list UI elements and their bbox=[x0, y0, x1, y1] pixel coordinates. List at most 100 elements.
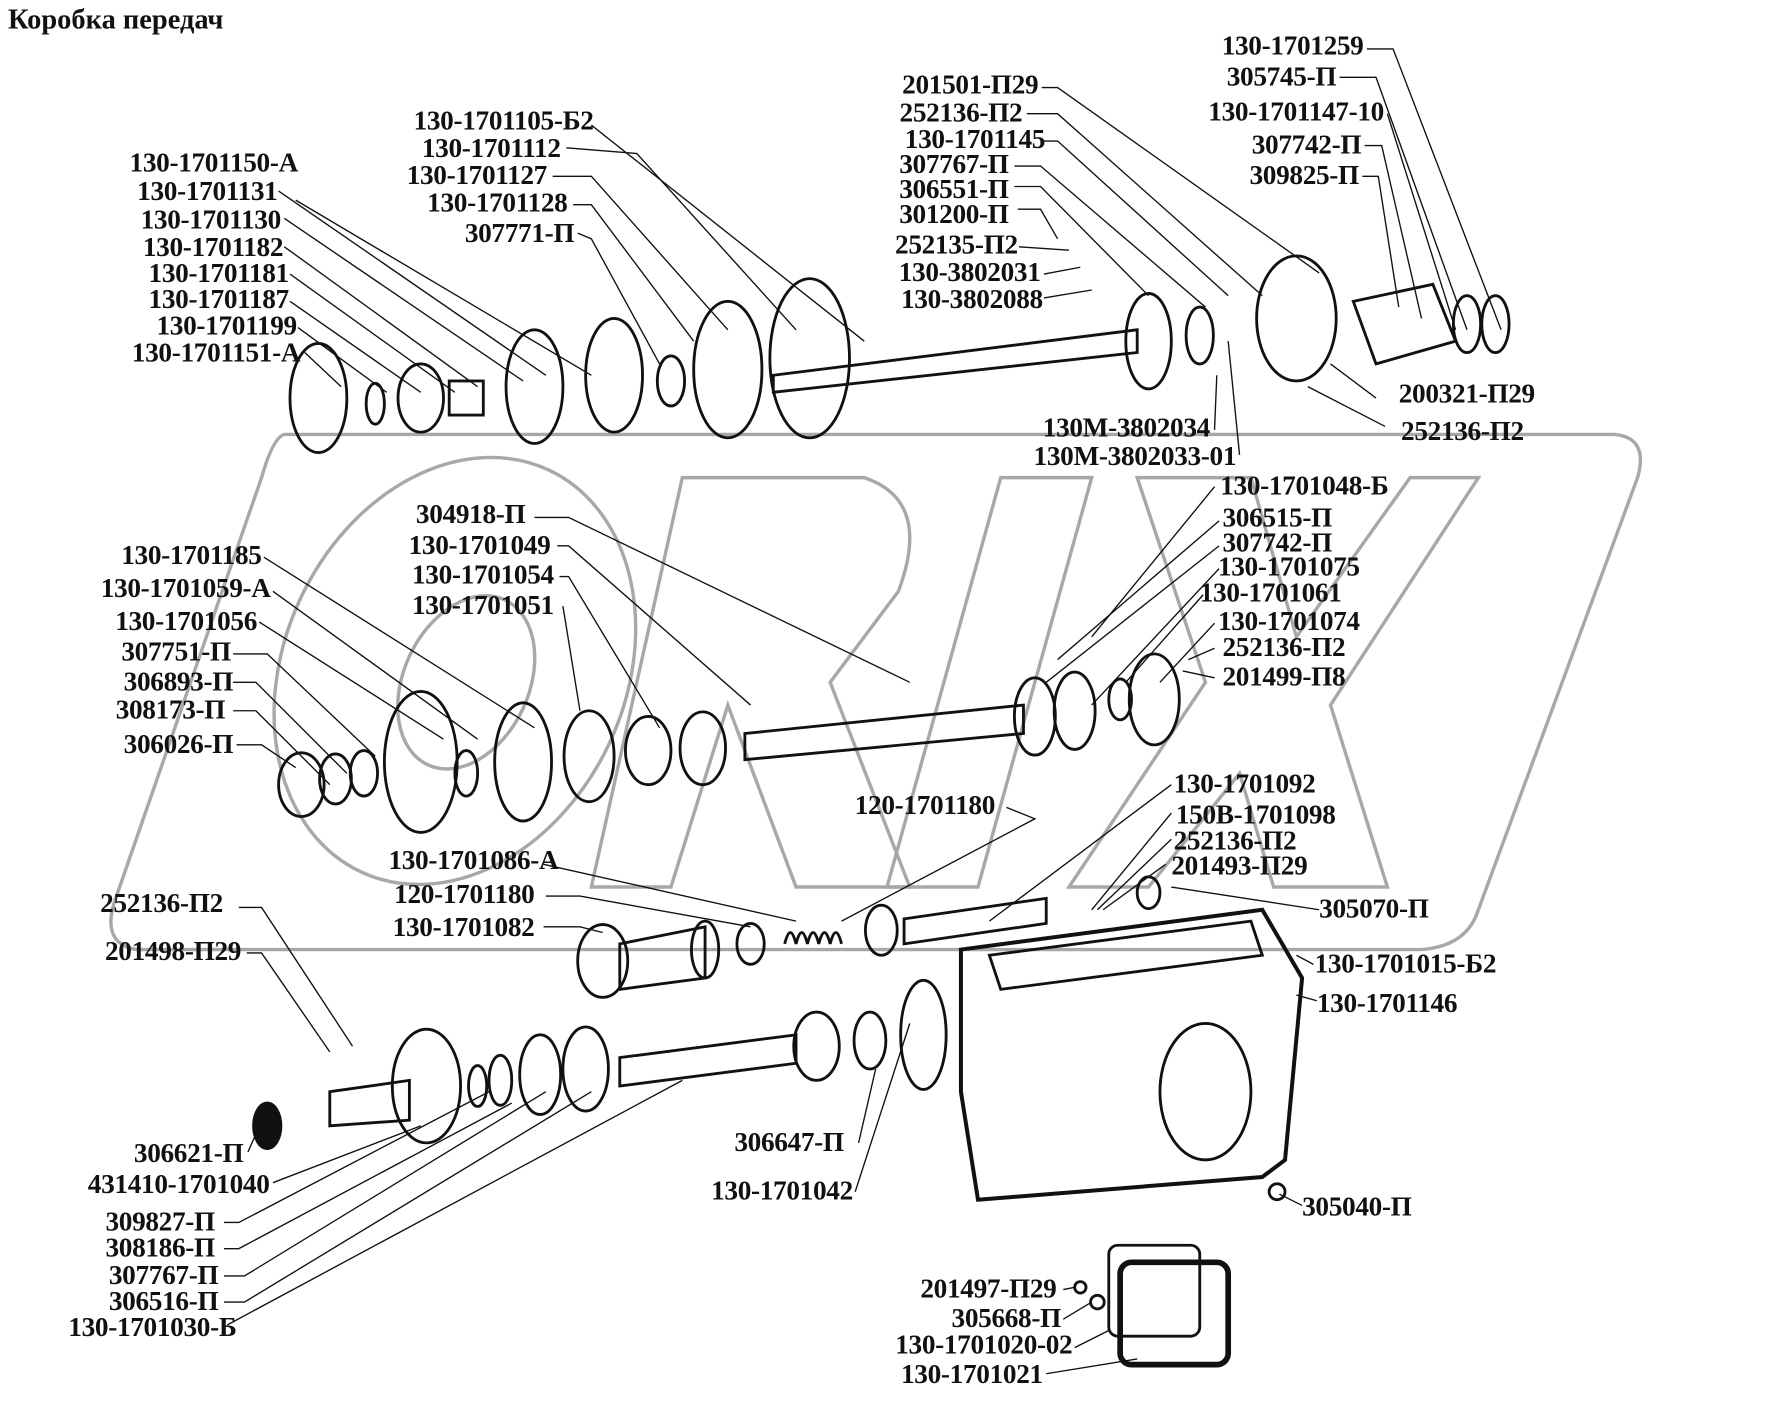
part-label[interactable]: 306515-П bbox=[1222, 503, 1332, 534]
part-label[interactable]: 130-1701127 bbox=[406, 161, 548, 192]
part-washer-mid bbox=[277, 751, 326, 818]
part-label[interactable]: 201501-П29 bbox=[902, 70, 1039, 101]
watermark-letter-o bbox=[272, 455, 638, 887]
part-label[interactable]: 130-1701128 bbox=[427, 188, 568, 219]
part-label[interactable]: 130-1701056 bbox=[115, 607, 258, 637]
part-label[interactable]: 130-1701054 bbox=[412, 560, 554, 591]
part-label[interactable]: 305070-П bbox=[1319, 894, 1429, 925]
part-label[interactable]: 308173-П bbox=[115, 695, 226, 726]
part-label[interactable]: 130-1701181 bbox=[148, 259, 290, 289]
part-label[interactable]: 252136-П2 bbox=[1222, 633, 1346, 663]
part-label[interactable]: 130М-3802033-01 bbox=[1033, 442, 1237, 472]
part-label[interactable]: 305668-П bbox=[951, 1304, 1062, 1334]
part-main-shaft bbox=[771, 328, 1139, 394]
part-label[interactable]: 130-1701151-А bbox=[131, 338, 301, 369]
part-synchro-ring bbox=[364, 381, 386, 426]
watermark-letter-x bbox=[1065, 475, 1482, 889]
part-top-cover bbox=[1117, 1259, 1232, 1368]
part-synchro-hub bbox=[584, 316, 644, 434]
part-label[interactable]: 130-1701020-02 bbox=[895, 1330, 1073, 1361]
part-label[interactable]: 130-1701130 bbox=[140, 205, 282, 236]
part-intermediate-shaft bbox=[743, 703, 1025, 762]
part-label[interactable]: 252136-П2 bbox=[1401, 417, 1524, 447]
part-label[interactable]: 120-1701180 bbox=[394, 880, 535, 910]
part-label[interactable]: 305040-П bbox=[1302, 1192, 1412, 1223]
part-label[interactable]: 150В-1701098 bbox=[1175, 800, 1336, 831]
part-reverse-gear bbox=[576, 923, 630, 999]
part-label[interactable]: 201493-П29 bbox=[1171, 851, 1308, 882]
part-label[interactable]: 130-1701074 bbox=[1217, 607, 1360, 637]
part-label[interactable]: 130-1701051 bbox=[412, 591, 554, 621]
part-label[interactable]: 130-1701082 bbox=[392, 913, 535, 943]
part-bearing-seal bbox=[252, 1101, 283, 1150]
part-label[interactable]: 130-1701042 bbox=[711, 1177, 853, 1207]
part-label[interactable]: 130-1701199 bbox=[156, 311, 298, 342]
part-label[interactable]: 307767-П bbox=[108, 1261, 219, 1291]
part-label[interactable]: 130-1701112 bbox=[421, 134, 561, 164]
part-label[interactable]: 130-1701092 bbox=[1173, 769, 1316, 800]
part-top-cover-gasket bbox=[1107, 1243, 1202, 1338]
part-label[interactable]: 130-1701182 bbox=[142, 233, 284, 263]
part-label[interactable]: 307742-П bbox=[1222, 528, 1332, 559]
part-gear-mid-2 bbox=[493, 701, 553, 823]
part-label[interactable]: 200321-П29 bbox=[1398, 379, 1535, 410]
part-label[interactable]: 308186-П bbox=[105, 1233, 215, 1264]
part-label[interactable]: 130-1701105-Б2 bbox=[413, 106, 594, 137]
part-label[interactable]: 130-1701150-А bbox=[129, 148, 299, 179]
part-label[interactable]: 252136-П2 bbox=[100, 889, 223, 919]
part-label[interactable]: 130-1701086-А bbox=[388, 846, 559, 876]
part-gear-top-2 bbox=[504, 328, 565, 445]
part-bearing-cap-top bbox=[288, 342, 349, 455]
part-label[interactable]: 201498-П29 bbox=[104, 937, 242, 967]
watermark-logo bbox=[109, 432, 1643, 952]
part-label[interactable]: 130-1701015-Б2 bbox=[1314, 949, 1497, 980]
part-label[interactable]: 130-1701146 bbox=[1316, 989, 1458, 1019]
part-label[interactable]: 130-1701030-Б bbox=[68, 1313, 237, 1344]
part-gear-mid-5 bbox=[678, 710, 727, 787]
part-label[interactable]: 130-1701059-А bbox=[100, 574, 271, 604]
part-label[interactable]: 130-1701021 bbox=[901, 1360, 1043, 1390]
part-label[interactable]: 130-1701259 bbox=[1221, 31, 1364, 62]
part-label[interactable]: 130М-3802034 bbox=[1042, 413, 1211, 444]
part-label[interactable]: 130-1701145 bbox=[904, 125, 1046, 155]
part-label[interactable]: 309827-П bbox=[105, 1207, 215, 1238]
part-label[interactable]: 120-1701180 bbox=[854, 791, 996, 822]
part-label[interactable]: 130-1701187 bbox=[148, 285, 290, 316]
part-gearbox-housing bbox=[958, 907, 1305, 1202]
part-label[interactable]: 306621-П bbox=[133, 1139, 244, 1170]
part-label[interactable]: 130-1701048-Б bbox=[1220, 471, 1389, 502]
part-label[interactable]: 309825-П bbox=[1249, 161, 1359, 192]
leader-lines bbox=[224, 48, 1502, 1375]
part-label[interactable]: 201497-П29 bbox=[920, 1274, 1057, 1305]
part-label[interactable]: 252136-П2 bbox=[899, 98, 1023, 129]
part-label[interactable]: 306551-П bbox=[899, 175, 1009, 205]
part-label[interactable]: 130-1701185 bbox=[121, 541, 262, 571]
part-gear-top-4 bbox=[768, 277, 851, 440]
part-label[interactable]: 307751-П bbox=[121, 637, 231, 668]
part-label[interactable]: 252136-П2 bbox=[1173, 826, 1297, 857]
part-label[interactable]: 306026-П bbox=[123, 730, 234, 760]
part-gear-mid-4 bbox=[624, 715, 673, 787]
part-label[interactable]: 130-3802031 bbox=[898, 258, 1041, 288]
part-label[interactable]: 431410-1701040 bbox=[87, 1170, 270, 1200]
part-label[interactable]: 304918-П bbox=[415, 500, 526, 530]
part-label[interactable]: 307742-П bbox=[1251, 130, 1362, 161]
part-label[interactable]: 307771-П bbox=[464, 219, 575, 250]
part-label[interactable]: 130-3802088 bbox=[901, 285, 1043, 316]
part-label[interactable]: 130-1701147-10 bbox=[1208, 97, 1384, 128]
part-label[interactable]: 306516-П bbox=[108, 1287, 219, 1317]
part-label[interactable]: 307767-П bbox=[899, 150, 1009, 180]
part-label[interactable]: 306647-П bbox=[734, 1128, 844, 1158]
part-label[interactable]: 130-1701075 bbox=[1217, 552, 1360, 583]
part-label[interactable]: 301200-П bbox=[899, 200, 1009, 230]
part-label[interactable]: 252135-П2 bbox=[895, 230, 1018, 261]
part-label[interactable]: 201499-П8 bbox=[1222, 662, 1346, 693]
part-gear-mid-3 bbox=[562, 709, 616, 804]
part-input-bearing bbox=[561, 1025, 610, 1113]
part-label[interactable]: 130-1701049 bbox=[408, 531, 551, 561]
part-label[interactable]: 130-1701131 bbox=[137, 177, 278, 207]
part-label[interactable]: 130-1701061 bbox=[1199, 578, 1342, 609]
part-label[interactable]: 306893-П bbox=[123, 667, 234, 698]
part-label[interactable]: 305745-П bbox=[1226, 62, 1337, 93]
